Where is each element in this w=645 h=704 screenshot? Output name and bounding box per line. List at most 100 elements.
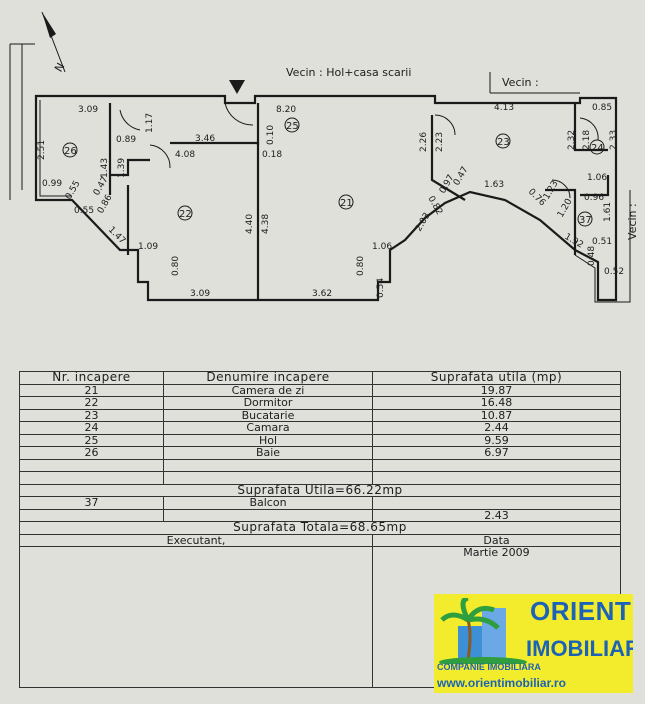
neighbor-top-right-label: Vecin :	[502, 76, 539, 89]
dimension-label: 0.47	[452, 165, 471, 187]
room-marker-circle	[62, 142, 78, 158]
dimension-label: 2.51	[37, 140, 47, 160]
dimension-label: 4.38	[261, 214, 271, 234]
dimension-label: 1.39	[117, 158, 127, 178]
pantry-wall	[573, 103, 608, 152]
room-name-cell: Bucatarie	[163, 408, 373, 422]
logo-title-orient: ORIENT	[530, 596, 632, 626]
bath-wall-bottom	[110, 158, 150, 177]
useful-total-row: Suprafata Utila=66.22mp	[19, 483, 621, 497]
entrance-arrow-icon	[229, 80, 245, 94]
palm-tree-icon	[439, 598, 527, 664]
room-area-cell: 10.87	[372, 408, 621, 422]
dimension-label: 3.46	[195, 134, 215, 144]
dimension-label: 0.80	[171, 256, 181, 276]
table-header: Suprafata utila (mp)	[372, 371, 621, 385]
dimension-label: 0.96	[584, 193, 604, 203]
balcony-area-row: 2.43	[19, 508, 621, 522]
room-nr-cell: 22	[19, 396, 164, 410]
room-name-cell: Camera de zi	[163, 383, 373, 397]
kitchen-wall	[430, 115, 466, 201]
door-swing-icon	[434, 114, 456, 136]
useful-total: Suprafata Utila=66.22mp	[19, 483, 621, 497]
room-marker-circle	[589, 139, 605, 155]
dimension-label: 2.32	[567, 130, 577, 150]
room-nr-cell: 24	[19, 421, 164, 435]
table-row-empty	[19, 458, 621, 472]
room-number: 25	[286, 121, 299, 132]
room-name-cell: Dormitor	[163, 396, 373, 410]
room-name-cell: Baie	[163, 446, 373, 460]
room-marker-circle	[495, 133, 511, 149]
dimension-label: 8.20	[276, 105, 296, 115]
room-nr-cell: 23	[19, 408, 164, 422]
dimension-label: 0.52	[604, 267, 624, 277]
dimension-label: 4.13	[494, 103, 514, 113]
room-number: 24	[591, 143, 604, 154]
dimension-label: 0.51	[592, 237, 612, 247]
executant-label: Executant,	[19, 533, 373, 547]
room-area-cell: 16.48	[372, 396, 621, 410]
door-swing-icon	[119, 109, 141, 131]
balcony-row: 37 Balcon	[19, 496, 621, 510]
room-name-cell: Hol	[163, 433, 373, 447]
table-row: 22 Dormitor 16.48	[19, 396, 621, 410]
room-number: 37	[579, 215, 592, 226]
balcony-wall	[574, 190, 631, 303]
room-area-cell: 6.97	[372, 446, 621, 460]
orient-imobiliar-logo[interactable]: ORIENT IMOBILIAR COMPANIE IMOBILIARA www…	[434, 594, 633, 693]
room-marker-circle	[577, 211, 593, 227]
room-area-cell: 19.87	[372, 383, 621, 397]
dimension-label: 3.09	[190, 289, 210, 299]
dimension-label: 1.20	[556, 197, 575, 220]
dimension-label: 4.08	[175, 150, 195, 160]
room-area-cell: 2.43	[372, 508, 621, 522]
logo-url-link[interactable]: www.orientimobiliar.ro	[437, 676, 566, 690]
door-swing-icon	[149, 144, 171, 169]
table-header: Nr. incapere	[19, 371, 164, 385]
dimension-label: 0.18	[262, 150, 282, 160]
executant-row: Executant, Data	[19, 533, 621, 547]
balcony-inner-wall	[545, 188, 577, 255]
grand-total-row: Suprafata Totala=68.65mp	[19, 521, 621, 535]
room-number: 22	[179, 209, 192, 220]
dimension-label: 0.99	[42, 179, 62, 189]
dimension-label: 0.82	[425, 195, 444, 217]
dimension-label: 1.06	[372, 242, 392, 252]
dimension-label: 3.09	[78, 105, 98, 115]
dimension-label: 2.33	[609, 130, 619, 150]
table-row: 24 Camara 2.44	[19, 421, 621, 435]
room-nr-cell: 37	[19, 496, 164, 510]
dimension-label: 0.55	[74, 206, 94, 216]
room-name-cell: Balcon	[163, 496, 373, 510]
table-row: 23 Bucatarie 10.87	[19, 408, 621, 422]
north-label: N	[52, 61, 67, 75]
room-name-cell: Camara	[163, 421, 373, 435]
table-row: 25 Hol 9.59	[19, 433, 621, 447]
dimension-label: 1.06	[587, 173, 607, 183]
room-number: 23	[497, 137, 510, 148]
room-markers: 26 22 25 21 23 24 37	[62, 117, 605, 227]
neighbor-top-label: Vecin : Hol+casa scarii	[286, 66, 411, 79]
room-marker-circle	[284, 117, 300, 133]
dimension-label: 0.48	[587, 246, 597, 266]
room-number: 26	[64, 146, 77, 157]
door-swing-icon	[551, 179, 571, 199]
room-nr-cell: 21	[19, 383, 164, 397]
dimension-label: 0.89	[116, 135, 136, 145]
dimension-label: 1.61	[603, 202, 613, 222]
room-nr-cell: 26	[19, 446, 164, 460]
table-row: 21 Camera de zi 19.87	[19, 383, 621, 397]
dimension-label: 0.80	[356, 256, 366, 276]
dimension-label: 1.43	[100, 158, 110, 178]
table-row: 26 Baie 6.97	[19, 446, 621, 460]
dimension-label: 2.26	[419, 132, 429, 152]
pantry-bottom-wall	[580, 175, 610, 197]
dimension-label: 0.54	[376, 278, 386, 298]
room-marker-circle	[338, 194, 354, 210]
room-marker-circle	[177, 205, 193, 221]
table-header-row: Nr. incapere Denumire incapere Suprafata…	[19, 371, 621, 385]
dimension-label: 2.18	[582, 130, 592, 150]
table-header: Denumire incapere	[163, 371, 373, 385]
